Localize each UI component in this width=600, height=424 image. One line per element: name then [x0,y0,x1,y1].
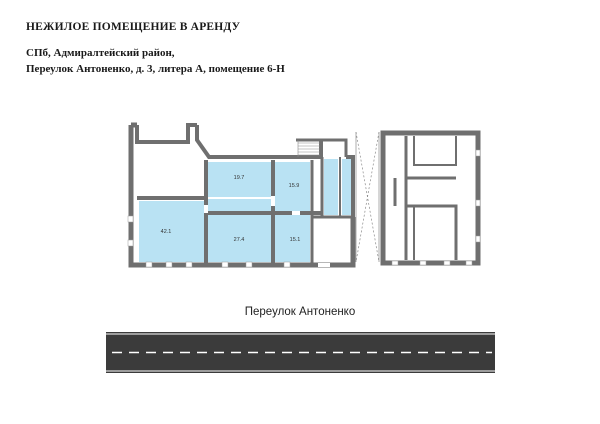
room-15-1-label: 15.1 [290,237,301,243]
room-15-9 [275,162,310,211]
room-42-1 [139,201,204,262]
windows [127,215,291,268]
room-stair [342,159,351,215]
room-15-1 [275,215,310,262]
street-road [106,332,495,373]
leased-rooms [139,159,351,262]
archway-passage [355,131,380,263]
stairs [297,140,320,157]
doors [204,196,330,267]
right-building-windows [391,149,481,266]
page-title: НЕЖИЛОЕ ПОМЕЩЕНИЕ В АРЕНДУ [26,21,241,33]
building-walls-right [380,130,481,266]
address-line-2: Переулок Антоненко, д. 3, литера А, поме… [26,63,285,75]
room-wc [324,159,338,215]
room-27-4 [208,215,271,262]
room-area-labels: 42.1 19.7 15.9 27.4 15.1 [161,175,301,243]
street-name-label: Переулок Антоненко [244,306,356,318]
address-line-1: СПб, Адмиралтейский район, [26,47,175,59]
room-corridor [208,199,271,211]
room-27-4-label: 27.4 [234,237,245,243]
room-42-1-label: 42.1 [161,229,172,235]
room-19-7 [208,162,271,197]
room-19-7-label: 19.7 [234,175,245,181]
room-15-9-label: 15.9 [289,183,300,189]
